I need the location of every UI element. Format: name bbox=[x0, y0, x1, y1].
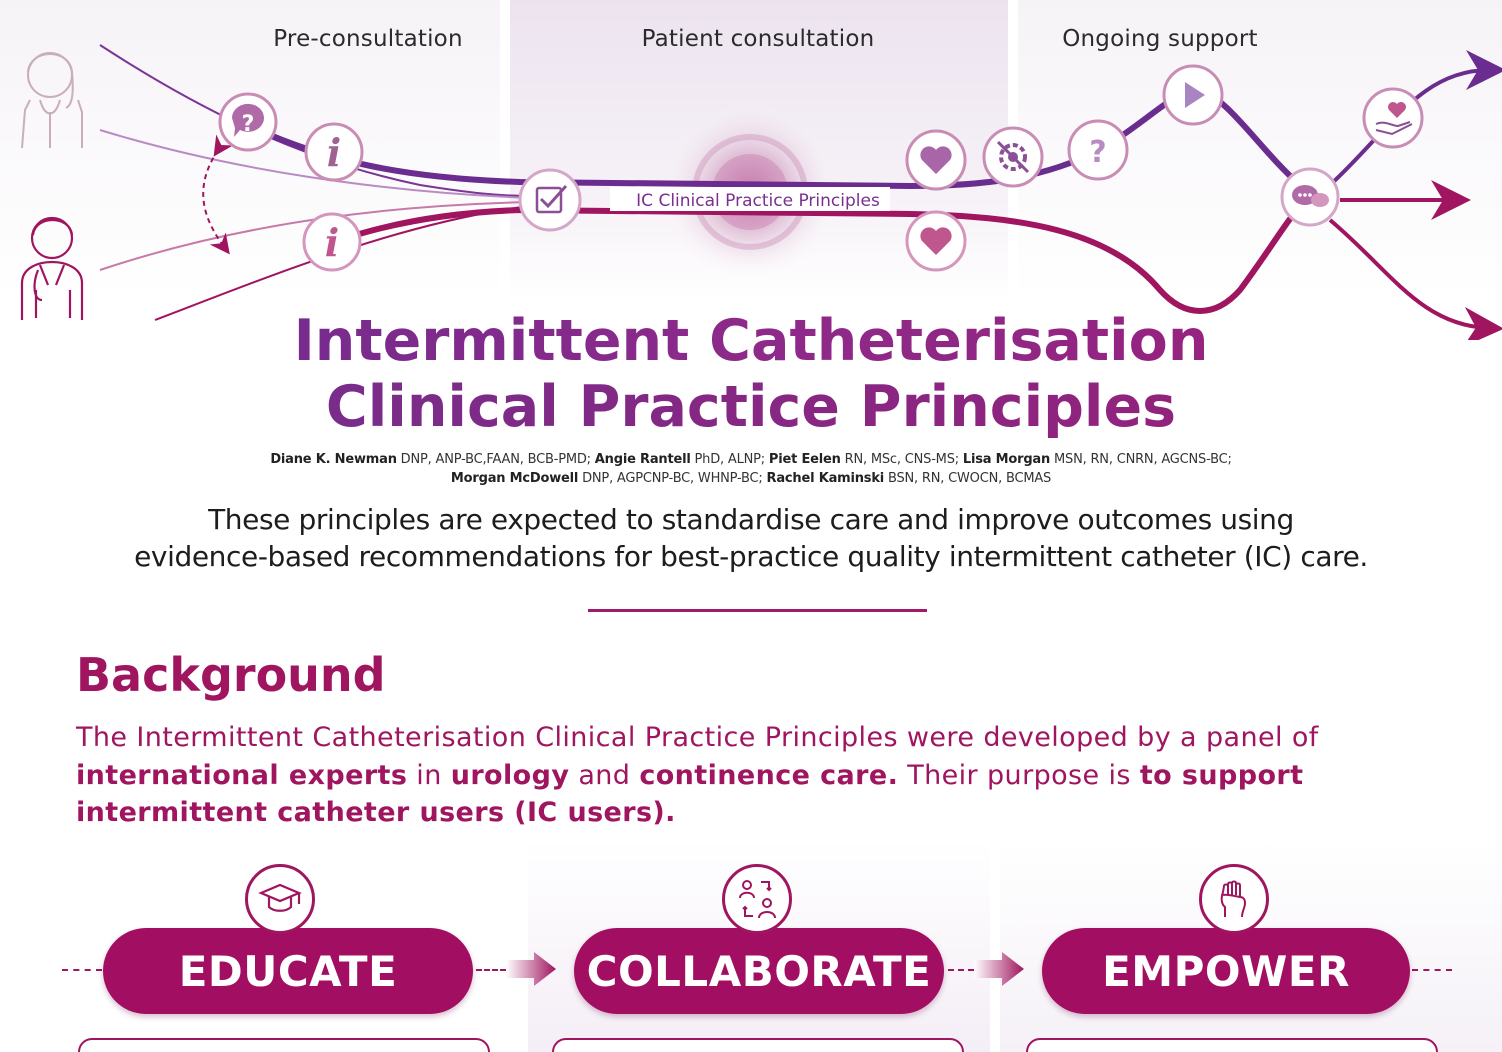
info-icon: i bbox=[302, 212, 362, 272]
pillar-label: EMPOWER bbox=[1102, 946, 1350, 996]
authors-line-1: Diane K. Newman DNP, ANP-BC,FAAN, BCB-PM… bbox=[0, 452, 1502, 467]
checklist-icon bbox=[518, 168, 582, 232]
pillar-label: COLLABORATE bbox=[586, 946, 932, 996]
background-emphasis: urology bbox=[450, 759, 570, 791]
dashed-connector bbox=[1412, 969, 1452, 971]
journey-line-thin-1 bbox=[99, 44, 531, 197]
pillar-collaborate: COLLABORATE bbox=[574, 928, 944, 1014]
heart-icon bbox=[905, 210, 967, 272]
page-title-line-1: Intermittent Catheterisation bbox=[0, 308, 1502, 374]
pillar-card bbox=[1026, 1038, 1438, 1052]
pillar-label: EDUCATE bbox=[178, 946, 398, 996]
dashed-connector bbox=[948, 969, 974, 971]
background-text: Their purpose is bbox=[898, 759, 1140, 791]
background-text: in bbox=[407, 759, 451, 791]
background-emphasis: international experts bbox=[76, 759, 408, 791]
background-paragraph: The Intermittent Catheterisation Clinica… bbox=[76, 719, 1436, 832]
dashed-connector bbox=[476, 969, 506, 971]
author-name: Piet Eelen bbox=[768, 452, 841, 467]
pillar-card bbox=[552, 1038, 964, 1052]
female-user-icon bbox=[21, 52, 83, 149]
author-name: Diane K. Newman bbox=[270, 452, 397, 467]
svg-text:?: ? bbox=[242, 112, 255, 137]
center-band-label: IC Clinical Practice Principles bbox=[636, 191, 880, 211]
background-emphasis: to support bbox=[1139, 759, 1304, 791]
intro-line-1: These principles are expected to standar… bbox=[208, 503, 1294, 536]
dashed-link-arrow bbox=[202, 134, 233, 255]
author-name: Morgan McDowell bbox=[450, 471, 579, 486]
info-icon: i bbox=[304, 122, 364, 182]
intro-line-2: evidence-based recommendations for best-… bbox=[134, 540, 1368, 573]
pillar-empower: EMPOWER bbox=[1042, 928, 1410, 1014]
patient-journey-diagram: IC Clinical Practice Principles ? i i bbox=[20, 44, 1502, 340]
author-name: Angie Rantell bbox=[594, 452, 691, 467]
author-credentials: MSN, RN, CNRN, AGCNS-BC; bbox=[1050, 452, 1232, 467]
background-text: The Intermittent Catheterisation Clinica… bbox=[76, 722, 1319, 753]
author-credentials: BSN, RN, CWOCN, BCMAS bbox=[884, 471, 1052, 486]
people-exchange-icon bbox=[722, 864, 792, 934]
raised-fist-icon bbox=[1199, 864, 1269, 934]
clinician-icon bbox=[20, 216, 84, 320]
background-text: and bbox=[569, 759, 640, 791]
heart-icon bbox=[905, 129, 967, 191]
phase-label-consultation: Patient consultation bbox=[641, 26, 875, 52]
author-name: Rachel Kaminski bbox=[766, 471, 885, 486]
section-divider bbox=[588, 609, 927, 612]
settings-icon bbox=[982, 126, 1044, 188]
author-credentials: DNP, ANP-BC,FAAN, BCB-PMD; bbox=[396, 452, 595, 467]
author-credentials: DNP, AGPCNP-BC, WHNP-BC; bbox=[578, 471, 767, 486]
question-icon: ? bbox=[1067, 119, 1129, 181]
background-emphasis: continence care. bbox=[639, 759, 899, 791]
svg-text:i: i bbox=[327, 130, 341, 175]
chat-icon bbox=[1280, 167, 1340, 227]
graduation-cap-icon bbox=[245, 864, 315, 934]
background-heading: Background bbox=[76, 648, 386, 702]
question-bubble-icon: ? bbox=[218, 92, 278, 152]
journey-path-magenta bbox=[339, 205, 1302, 314]
dashed-connector bbox=[62, 969, 102, 971]
hand-heart-icon bbox=[1362, 87, 1424, 149]
journey-line-thin-2 bbox=[99, 129, 531, 199]
author-credentials: PhD, ALNP; bbox=[690, 452, 769, 467]
author-name: Lisa Morgan bbox=[962, 452, 1051, 467]
pillar-card bbox=[78, 1038, 490, 1052]
svg-text:?: ? bbox=[1089, 135, 1106, 170]
arrow-icon bbox=[506, 952, 556, 986]
svg-text:i: i bbox=[325, 220, 339, 265]
pillar-educate: EDUCATE bbox=[103, 928, 473, 1014]
authors-line-2: Morgan McDowell DNP, AGPCNP-BC, WHNP-BC;… bbox=[0, 471, 1502, 486]
phase-label-pre: Pre-consultation bbox=[273, 26, 463, 52]
phase-label-ongoing: Ongoing support bbox=[1062, 26, 1258, 52]
page-title-line-2: Clinical Practice Principles bbox=[0, 374, 1502, 440]
author-credentials: RN, MSc, CNS-MS; bbox=[840, 452, 963, 467]
play-icon bbox=[1162, 64, 1224, 126]
arrow-icon bbox=[974, 952, 1024, 986]
journey-out-bottom bbox=[1328, 218, 1502, 340]
background-emphasis: intermittent catheter users (IC users). bbox=[76, 797, 676, 828]
